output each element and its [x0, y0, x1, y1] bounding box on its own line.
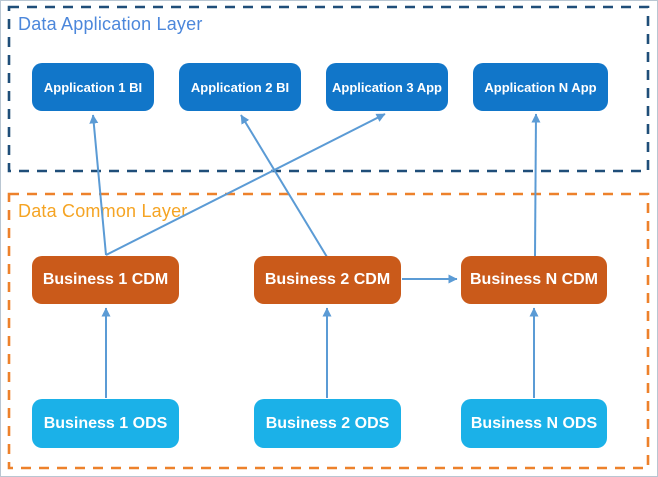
application-layer-title: Data Application Layer — [18, 14, 203, 34]
common-layer-title: Data Common Layer — [18, 201, 188, 221]
node-business-1-cdm: Business 1 CDM — [32, 256, 179, 304]
node-business-n-cdm: Business N CDM — [461, 256, 607, 304]
node-business-2-ods: Business 2 ODS — [254, 399, 401, 448]
node-label: Application 3 App — [331, 79, 443, 95]
edge-cdm1-app3 — [105, 113, 386, 256]
node-label: Business 2 CDM — [264, 271, 391, 288]
node-label: Business N ODS — [470, 414, 598, 432]
node-label: Application 2 BI — [190, 79, 290, 95]
edge-cdm1-app1 — [89, 114, 107, 256]
node-application-2-bi: Application 2 BI — [179, 63, 301, 111]
node-label: Application N App — [484, 79, 597, 95]
node-label: Business N CDM — [469, 271, 599, 288]
node-label: Application 1 BI — [43, 79, 143, 95]
edge-cdmN-appN — [531, 113, 541, 257]
node-business-n-ods: Business N ODS — [461, 399, 607, 448]
node-application-n-app: Application N App — [473, 63, 608, 111]
node-label: Business 1 ODS — [43, 414, 168, 432]
node-business-2-cdm: Business 2 CDM — [254, 256, 401, 304]
node-label: Business 2 ODS — [265, 414, 390, 432]
edge-cdm2-app2 — [240, 114, 328, 258]
node-application-1-bi: Application 1 BI — [32, 63, 154, 111]
node-business-1-ods: Business 1 ODS — [32, 399, 179, 448]
node-label: Business 1 CDM — [42, 271, 169, 288]
node-application-3-app: Application 3 App — [326, 63, 448, 111]
